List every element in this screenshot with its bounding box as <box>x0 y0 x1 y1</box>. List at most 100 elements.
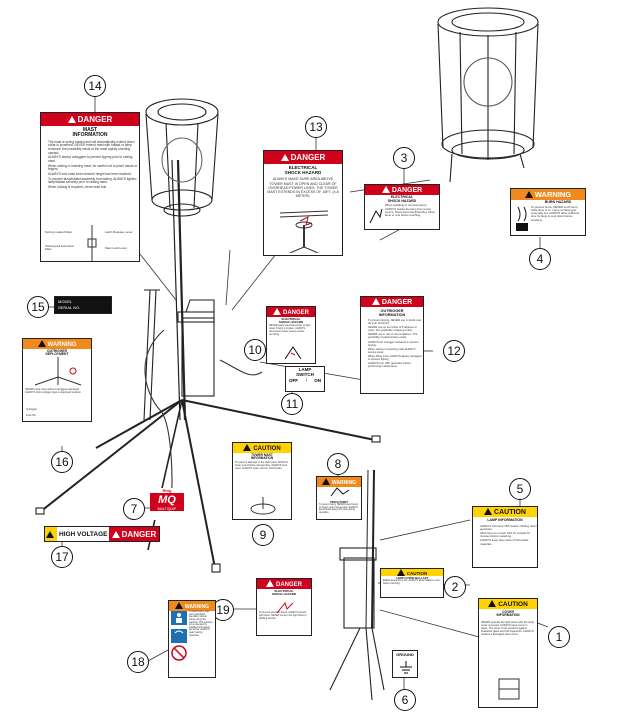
multiquip-logo: Ring MQ MULTIQUIP <box>150 488 184 520</box>
callout-7: 7 <box>123 498 145 520</box>
decal-text: When installing or removing lamp, ALWAYS… <box>385 203 435 217</box>
brand-bottom-label: MULTIQUIP <box>150 507 184 511</box>
warning-triangle-icon <box>67 116 76 123</box>
decal-label: Outrigger <box>26 408 37 411</box>
callout-14: 14 <box>84 75 106 97</box>
decal-title: LAMP INFORMATION <box>487 518 523 522</box>
mast-illustration-icon <box>87 225 97 261</box>
decal-text: To prevent injury, NEVER place hands or … <box>319 503 358 514</box>
callout-15: 15 <box>27 296 49 318</box>
decal-text: NEVER operate the light tower with the l… <box>481 620 535 637</box>
warning-triangle-icon <box>46 530 54 538</box>
switch-on-label: ON <box>314 378 321 384</box>
warning-triangle-icon <box>484 508 493 515</box>
switch-arrow-icon: ↓ <box>304 377 308 384</box>
decal-title: MAST INFORMATION <box>72 127 108 139</box>
callout-13: 13 <box>305 116 327 138</box>
warning-triangle-icon <box>37 340 46 347</box>
callout-9: 9 <box>252 524 274 546</box>
warning-manual-decal: WARNING To avoid injury, read and unders… <box>168 600 216 678</box>
decal-text: Ballast assembly is hot. ALWAYS allow ba… <box>383 578 440 585</box>
ground-decal: GROUND <box>392 650 418 678</box>
danger-electrical-shock-decal: DANGER ELECTRICAL SHOCK HAZARD NEVER app… <box>266 306 316 364</box>
decal-title: BURN HAZARD <box>544 200 572 204</box>
callout-12: 12 <box>443 340 465 362</box>
brand-top-label: Ring <box>162 488 172 493</box>
danger-electrical-shock-mast-decal: DANGER ELECTRICAL SHOCK HAZARD ALWAYS MA… <box>263 150 343 256</box>
ground-label: GROUND <box>396 652 414 657</box>
decal-text: To prevent electrical shock, ALWAYS grou… <box>259 611 307 620</box>
warning-triangle-icon <box>321 478 330 485</box>
decal-text: To prevent burns, NEVER touch lamp while… <box>531 204 580 222</box>
caution-header: CAUTION <box>479 599 537 609</box>
warning-triangle-icon <box>396 569 405 576</box>
warning-triangle-icon <box>524 191 533 198</box>
warning-pinch-point-decal: WARNING PINCH POINT To prevent injury, N… <box>316 476 362 520</box>
caution-lamp-cover-ballast-decal: CAUTION LAMP COVER BALLAST Ballast assem… <box>380 568 444 598</box>
warning-header: WARNING <box>511 189 585 200</box>
lamp-switch-decal: LAMP SWITCH OFF ↓ ON <box>285 366 325 392</box>
lamp-cover-icon <box>498 678 520 700</box>
warning-triangle-icon <box>243 444 252 451</box>
model-serial-plate: MODEL SERIAL NO. <box>54 296 112 314</box>
model-label: MODEL <box>58 299 73 304</box>
warning-header: WARNING <box>317 477 361 487</box>
caution-tower-mast-decal: CAUTION TOWER MAST INFORMATION To preven… <box>232 442 292 520</box>
pinch-hand-icon <box>330 487 350 497</box>
warning-triangle-icon <box>111 530 120 538</box>
decal-title: OUTRIGGER INFORMATION <box>378 309 406 317</box>
callout-11: 11 <box>281 393 303 415</box>
callout-16: 16 <box>51 451 73 473</box>
shock-hand-icon <box>369 208 383 224</box>
decal-label: Mast Lock Lever <box>105 246 128 250</box>
hv-label: HIGH VOLTAGE <box>59 530 108 538</box>
danger-electrical-shock-lamp-decal: DANGER ELECTRICAL SHOCK HAZARD When inst… <box>364 184 440 230</box>
warning-burn-hazard-decal: WARNING BURN HAZARD To prevent burns, NE… <box>510 188 586 236</box>
decal-title: ELECTRICAL SHOCK HAZARD <box>271 589 297 597</box>
decal-text: To avoid injury, read and understand ope… <box>189 611 213 637</box>
decal-title: ELECTRICAL SHOCK HAZARD <box>284 165 322 175</box>
danger-header: DANGER <box>257 579 311 589</box>
caution-header: CAUTION <box>233 443 291 453</box>
callout-10: 10 <box>244 339 266 361</box>
warning-triangle-icon <box>174 602 183 609</box>
callout-4: 4 <box>529 248 551 270</box>
warning-triangle-icon <box>265 580 274 587</box>
warning-outrigger-deployment-decal: WARNING OUTRIGGER DEPLOYMENT NEVER raise… <box>22 338 92 422</box>
warning-triangle-icon <box>272 308 281 315</box>
danger-mast-information-decal: DANGER MAST INFORMATION The mast is spri… <box>40 112 140 262</box>
switch-states: OFF ↓ ON <box>286 377 324 384</box>
hv-danger-label: DANGER <box>109 527 159 541</box>
high-voltage-danger-decal: HIGH VOLTAGE DANGER <box>44 526 160 542</box>
decal-title: PINCH POINT <box>329 500 349 504</box>
warning-header: WARNING <box>169 601 215 611</box>
decal-bullets: To prevent tipping, NEVER use in winds o… <box>361 319 423 368</box>
danger-header: DANGER <box>365 185 439 195</box>
ground-symbol-icon <box>400 661 412 674</box>
lamp-hood-icon <box>250 497 276 515</box>
callout-1: 1 <box>548 626 570 648</box>
power-line-icon <box>280 210 328 253</box>
hv-triangle-cell <box>45 527 57 541</box>
decal-bullets: The mast is spring loaded and will autom… <box>41 140 139 190</box>
callout-6: 6 <box>394 689 416 711</box>
caution-header: CAUTION <box>381 569 443 576</box>
warning-triangle-icon <box>280 154 289 161</box>
danger-header: DANGER <box>264 151 342 164</box>
warning-triangle-icon <box>371 298 380 305</box>
outrigger-illustration-icon <box>34 357 82 386</box>
danger-header: DANGER <box>41 113 139 126</box>
callout-5: 5 <box>509 478 531 500</box>
decal-title: OUTRIGGER DEPLOYMENT <box>45 349 69 357</box>
caution-lamp-information-decal: CAUTION LAMP INFORMATION ALWAYS turn lam… <box>472 506 538 568</box>
callout-17: 17 <box>51 546 73 568</box>
decal-title: COVER INFORMATION <box>496 610 520 618</box>
serial-label: SERIAL NO. <box>58 305 81 310</box>
light-tower-drawing <box>35 7 539 701</box>
decal-text: To prevent damage to the light tower ALW… <box>235 460 288 470</box>
burn-hand-icon <box>516 206 528 231</box>
decal-title: LAMP COVER BALLAST <box>395 576 429 580</box>
decal-text: ALWAYS MAKE SURE AREA ABOVE TOWER MAST I… <box>267 177 339 198</box>
callout-18: 18 <box>127 651 149 673</box>
